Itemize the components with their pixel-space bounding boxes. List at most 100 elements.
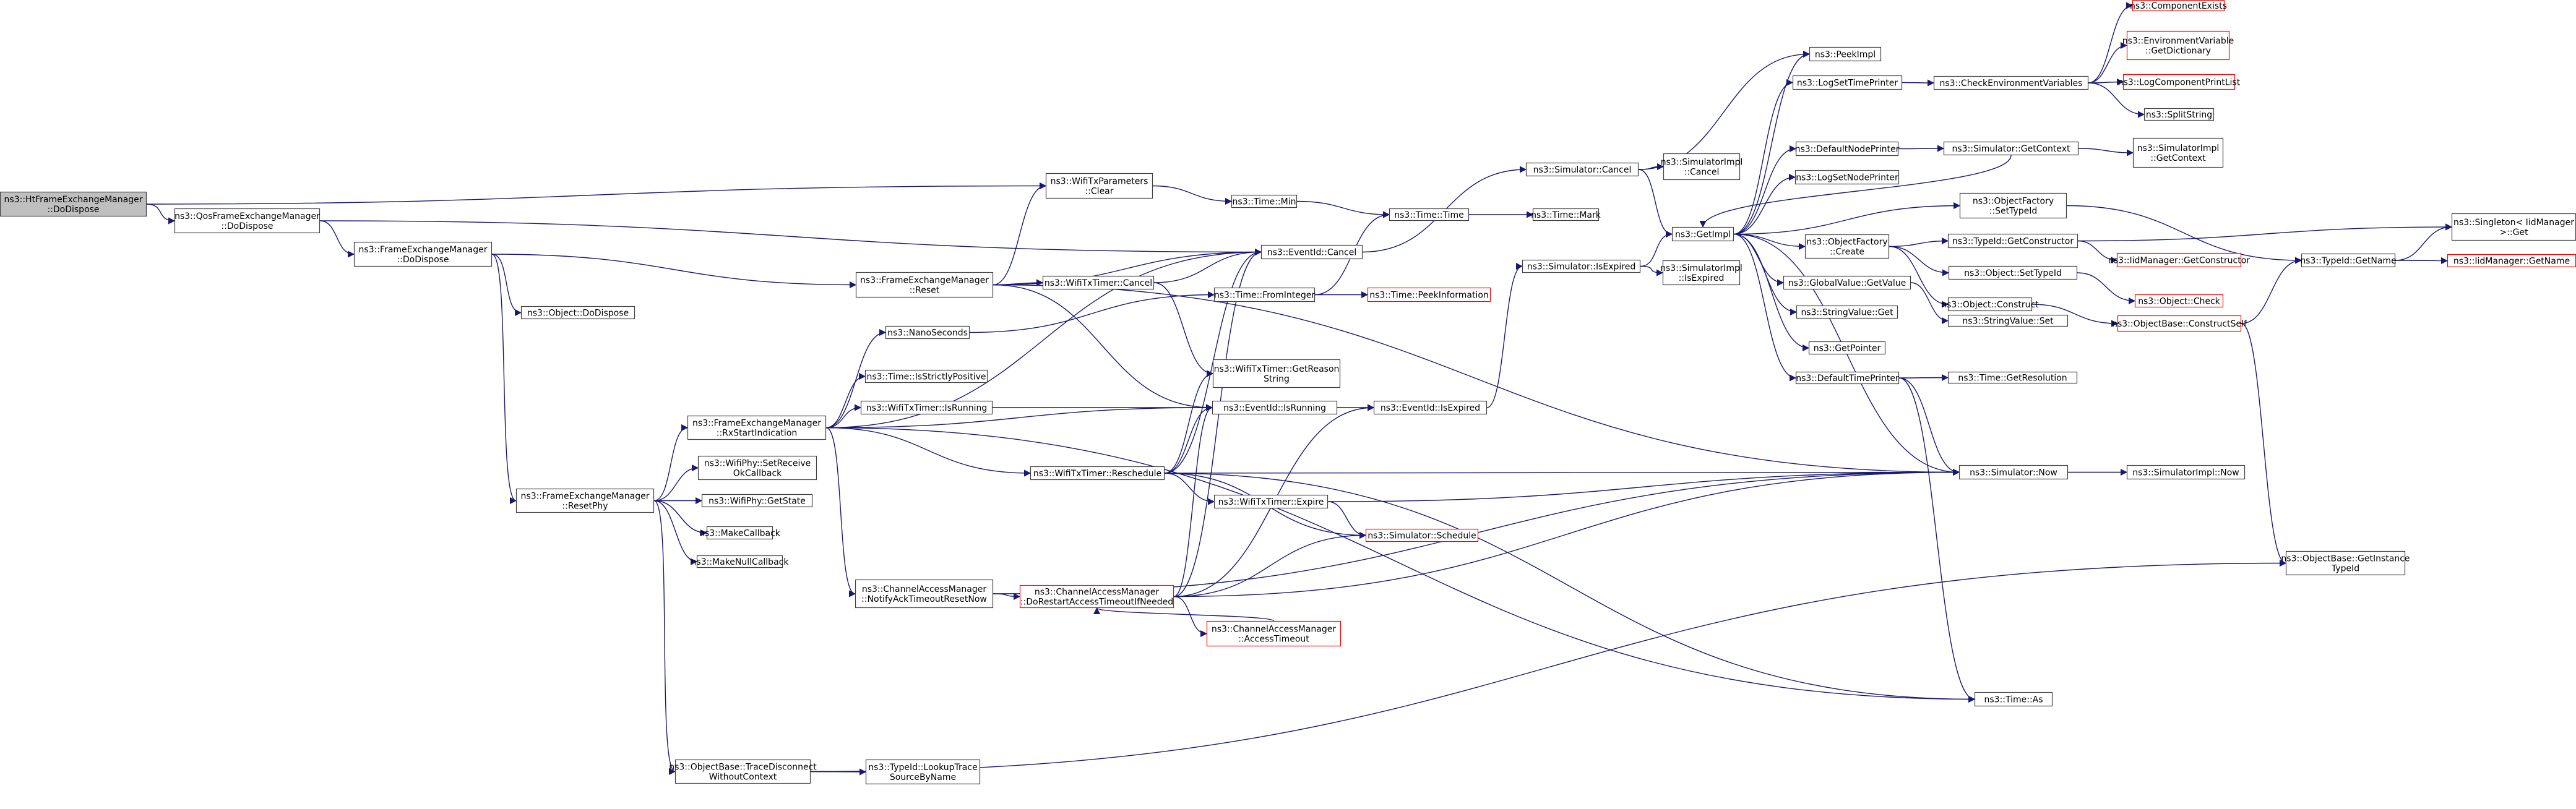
graph-node-root[interactable]: ns3::HtFrameExchangeManager::DoDispose: [0, 191, 147, 217]
graph-node-sim-cancel[interactable]: ns3::Simulator::Cancel: [1525, 162, 1639, 177]
node-label: ns3::WifiTxParameters: [1051, 177, 1148, 187]
graph-node-object-check[interactable]: ns3::Object::Check: [2134, 294, 2224, 308]
graph-node-nanoseconds[interactable]: ns3::NanoSeconds: [885, 325, 970, 340]
graph-node-splitstring[interactable]: ns3::SplitString: [2143, 108, 2215, 121]
graph-node-cam-notifyack[interactable]: ns3::ChannelAccessManager::NotifyAckTime…: [855, 579, 994, 609]
graph-node-time-getresolution[interactable]: ns3::Time::GetResolution: [1947, 371, 2078, 384]
graph-node-wifitxtimer-cancel[interactable]: ns3::WifiTxTimer::Cancel: [1042, 275, 1155, 290]
node-label: ns3::EventId::Cancel: [1267, 248, 1357, 258]
graph-node-wifitxtimer-isrunning[interactable]: ns3::WifiTxTimer::IsRunning: [860, 400, 993, 415]
graph-node-cam-accesstimeout[interactable]: ns3::ChannelAccessManager::AccessTimeout: [1206, 620, 1342, 647]
node-box: [2134, 294, 2224, 308]
node-label: ns3::WifiPhy::SetReceive: [704, 459, 811, 469]
node-label: ns3::MakeCallback: [699, 529, 781, 539]
graph-node-logsetnodeprinter[interactable]: ns3::LogSetNodePrinter: [1794, 169, 1900, 185]
call-edge: [1640, 230, 1673, 267]
graph-node-makecallback[interactable]: ns3::MakeCallback: [699, 526, 781, 540]
graph-node-simimpl-now[interactable]: ns3::SimulatorImpl::Now: [2126, 464, 2246, 480]
graph-node-sim-getcontext[interactable]: ns3::Simulator::GetContext: [1943, 141, 2079, 156]
graph-node-eventid-isexpired[interactable]: ns3::EventId::IsExpired: [1373, 400, 1488, 415]
graph-node-fem-dodispose[interactable]: ns3::FrameExchangeManager::DoDispose: [353, 241, 493, 267]
graph-node-stringvalue-set[interactable]: ns3::StringValue::Set: [1947, 314, 2069, 327]
node-box: [1974, 691, 2053, 707]
call-edge: [993, 284, 1960, 476]
graph-node-fem-reset[interactable]: ns3::FrameExchangeManager::Reset: [855, 272, 994, 298]
call-edge: [1898, 374, 1949, 382]
graph-node-getpointer[interactable]: ns3::GetPointer: [1808, 341, 1886, 355]
node-label: ns3::Object::DoDispose: [527, 309, 629, 319]
graph-node-simimpl-getcontext[interactable]: ns3::SimulatorImpl::GetContext: [2132, 137, 2224, 168]
graph-node-makenullcallback[interactable]: ns3::MakeNullCallback: [691, 555, 790, 568]
graph-node-sim-schedule[interactable]: ns3::Simulator::Schedule: [1365, 528, 1479, 542]
graph-node-defaultnodeprinter[interactable]: ns3::DefaultNodePrinter: [1795, 141, 1900, 156]
node-label: ns3::LogComponentPrintList: [2118, 78, 2241, 88]
graph-node-obj-dodispose[interactable]: ns3::Object::DoDispose: [520, 306, 635, 320]
node-box: [1213, 287, 1316, 302]
graph-node-componentexists[interactable]: ns3::ComponentExists: [2130, 0, 2227, 12]
graph-node-objectfactory-settypeid[interactable]: ns3::ObjectFactory::SetTypeId: [1959, 192, 2067, 219]
graph-node-singleton-get[interactable]: ns3::Singleton< IidManager >::Get: [2451, 213, 2576, 241]
graph-node-time-as[interactable]: ns3::Time::As: [1974, 691, 2053, 707]
node-box: [1947, 297, 2033, 312]
graph-node-sim-now[interactable]: ns3::Simulator::Now: [1958, 464, 2069, 480]
graph-node-isstrictlypositive[interactable]: ns3::Time::IsStrictlyPositive: [864, 369, 988, 383]
node-box: [860, 400, 993, 415]
node-box: [1947, 233, 2078, 249]
graph-node-time-min[interactable]: ns3::Time::Min: [1231, 194, 1298, 208]
graph-node-typeid-getname[interactable]: ns3::TypeId::GetName: [2300, 253, 2397, 268]
graph-node-eventid-isrunning[interactable]: ns3::EventId::IsRunning: [1212, 400, 1338, 415]
graph-node-fem-resetphy[interactable]: ns3::FrameExchangeManager::ResetPhy: [515, 488, 655, 513]
node-box: [1959, 192, 2067, 219]
node-label: ::SetTypeId: [1989, 207, 2038, 216]
graph-node-simimpl-isexpired[interactable]: ns3::SimulatorImpl::IsExpired: [1660, 260, 1742, 286]
graph-node-object-settypeid[interactable]: ns3::Object::SetTypeId: [1948, 265, 2078, 280]
graph-node-iidmanager-getconstructor[interactable]: ns3::IidManager::GetConstructor: [2108, 252, 2250, 268]
graph-node-logsettimeprinter[interactable]: ns3::LogSetTimePrinter: [1792, 75, 1903, 90]
graph-node-qos-dodispose[interactable]: ns3::QosFrameExchangeManager::DoDispose: [174, 208, 320, 234]
node-box: [1532, 208, 1600, 221]
graph-node-objectbase-constructself[interactable]: ns3::ObjectBase::ConstructSelf: [2112, 315, 2247, 332]
graph-node-defaulttimeprinter[interactable]: ns3::DefaultTimePrinter: [1795, 371, 1900, 385]
node-label: ::Cancel: [1684, 168, 1720, 178]
graph-node-globalvalue-getvalue[interactable]: ns3::GlobalValue::GetValue: [1783, 275, 1911, 290]
graph-node-typeid-getconstructor[interactable]: ns3::TypeId::GetConstructor: [1947, 233, 2078, 249]
call-edge: [1173, 596, 1208, 638]
graph-node-sim-isexpired[interactable]: ns3::Simulator::IsExpired: [1522, 259, 1641, 273]
graph-node-time-time[interactable]: ns3::Time::Time: [1389, 208, 1470, 221]
node-label: ns3::ObjectFactory: [1973, 197, 2054, 207]
node-label: ns3::TypeId::LookupTrace: [868, 763, 977, 773]
graph-node-cam-dorestart[interactable]: ns3::ChannelAccessManager::DoRestartAcce…: [1019, 584, 1174, 609]
graph-node-iidmanager-getname[interactable]: ns3::IidManager::GetName: [2447, 254, 2576, 268]
graph-node-logcomponentprintlist[interactable]: ns3::LogComponentPrintList: [2118, 74, 2241, 90]
graph-node-object-construct[interactable]: ns3::Object::Construct: [1941, 297, 2039, 312]
graph-node-stringvalue-get[interactable]: ns3::StringValue::Get: [1796, 305, 1898, 319]
graph-node-time-peekinfo[interactable]: ns3::Time::PeekInformation: [1367, 287, 1491, 302]
node-label: ::AccessTimeout: [1238, 635, 1309, 644]
node-label: ns3::MakeNullCallback: [691, 557, 790, 567]
graph-node-time-frominteger[interactable]: ns3::Time::FromInteger: [1213, 287, 1316, 302]
graph-node-checkenvvars[interactable]: ns3::CheckEnvironmentVariables: [1933, 75, 2089, 90]
graph-node-envvar-getdict[interactable]: ns3::EnvironmentVariable::GetDictionary: [2122, 30, 2234, 61]
call-edge: [1733, 145, 1797, 235]
graph-node-fem-rxstart[interactable]: ns3::FrameExchangeManager::RxStartIndica…: [687, 415, 827, 440]
graph-node-peekimpl[interactable]: ns3::PeekImpl: [1809, 46, 1882, 62]
graph-node-wifiphy-getstate[interactable]: ns3::WifiPhy::GetState: [701, 494, 813, 508]
node-label: ns3::FrameExchangeManager: [860, 276, 989, 286]
graph-node-wifitxparams-clear[interactable]: ns3::WifiTxParameters::Clear: [1045, 173, 1153, 199]
graph-node-wifitxtimer-expire[interactable]: ns3::WifiTxTimer::Expire: [1213, 494, 1329, 509]
node-box: [2285, 550, 2406, 576]
graph-node-objectfactory-create[interactable]: ns3::ObjectFactory::Create: [1804, 234, 1890, 259]
graph-node-time-mark[interactable]: ns3::Time::Mark: [1531, 208, 1601, 221]
node-box: [1206, 620, 1342, 647]
graph-node-wifitxtimer-reschedule[interactable]: ns3::WifiTxTimer::Reschedule: [1030, 466, 1165, 481]
graph-node-eventid-cancel[interactable]: ns3::EventId::Cancel: [1260, 244, 1363, 260]
graph-node-simimpl-cancel[interactable]: ns3::SimulatorImpl::Cancel: [1661, 153, 1743, 181]
graph-node-tracedisconnect[interactable]: ns3::ObjectBase::TraceDisconnectWithoutC…: [669, 759, 817, 784]
call-edge: [2241, 257, 2302, 324]
graph-node-getimpl[interactable]: ns3::GetImpl: [1671, 226, 1734, 242]
node-label: ns3::QosFrameExchangeManager: [174, 212, 320, 221]
